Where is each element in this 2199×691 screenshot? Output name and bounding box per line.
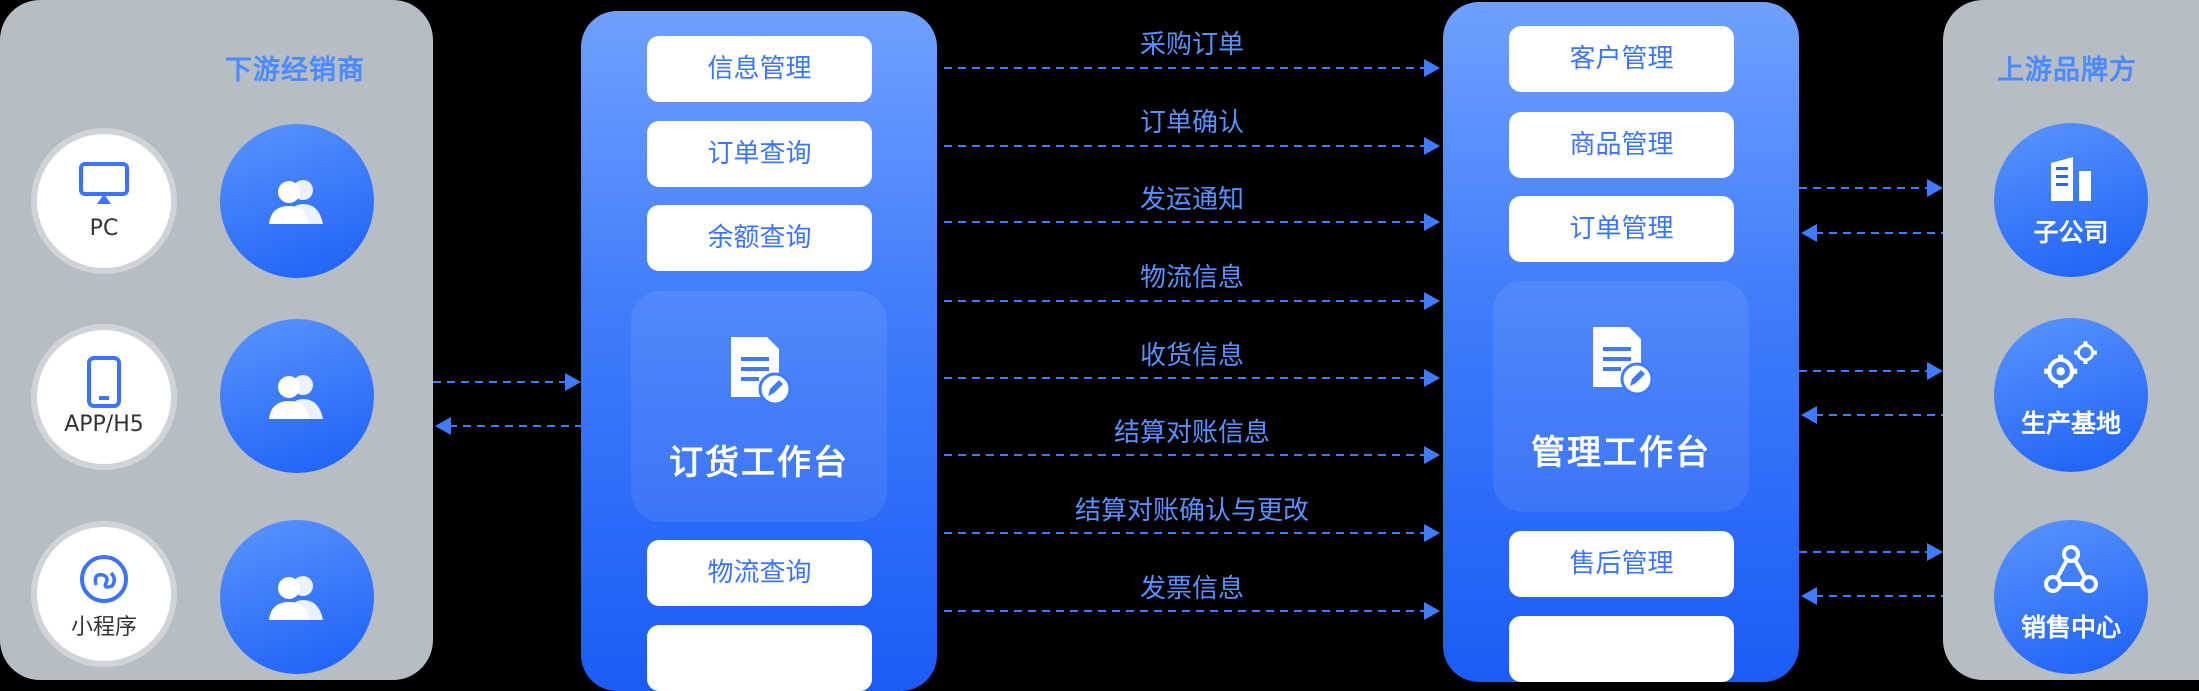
flow-label: 采购订单: [1139, 30, 1244, 60]
client-pc: PC: [37, 134, 171, 268]
arrow-to-management: [1801, 406, 1945, 424]
flow-arrow: [944, 446, 1440, 464]
document-edit-icon: [731, 337, 791, 406]
monitor-icon: [79, 162, 129, 204]
users-icon: [269, 180, 323, 224]
client-label: PC: [89, 216, 119, 241]
flow-arrow: [944, 292, 1440, 310]
flow-label: 发票信息: [1139, 574, 1244, 604]
building-icon: [2051, 157, 2091, 201]
flow-label: 收货信息: [1139, 341, 1244, 371]
order-workbench-button-partial[interactable]: [647, 625, 872, 691]
document-edit-icon: [1593, 327, 1653, 396]
flow-arrow: [944, 602, 1440, 620]
flow-label: 订单确认: [1139, 108, 1244, 138]
brand-unit-subsidiary: 子公司: [1994, 123, 2148, 277]
arrow-to-brand: [1799, 179, 1943, 197]
order-query-button[interactable]: 订单查询: [647, 121, 872, 187]
arrow-to-dealer: [435, 417, 583, 435]
client-label: APP/H5: [64, 412, 144, 437]
arrow-to-management: [1801, 587, 1945, 605]
dealer-circle: [220, 520, 374, 674]
gears-icon: [2044, 341, 2097, 388]
flow-arrow: [944, 524, 1440, 542]
flow-arrow: [944, 59, 1440, 77]
brand-unit-label: 销售中心: [2020, 613, 2121, 642]
phone-icon: [87, 356, 121, 408]
users-icon: [269, 576, 323, 620]
users-icon: [269, 375, 323, 419]
brand-unit-label: 子公司: [2033, 218, 2109, 247]
client-label: 小程序: [70, 615, 137, 640]
order-management-button[interactable]: 订单管理: [1509, 196, 1734, 262]
network-icon: [2044, 545, 2098, 593]
arrow-to-order-workbench: [433, 373, 581, 391]
balance-query-button[interactable]: 余额查询: [647, 205, 872, 271]
management-workbench-card: 管理工作台: [1493, 281, 1749, 512]
flow-arrow: [944, 369, 1440, 387]
dealer-circle: [220, 319, 374, 473]
arrow-to-brand: [1799, 362, 1943, 380]
arrow-to-brand: [1799, 543, 1943, 561]
flow-arrow: [944, 137, 1440, 155]
info-management-button[interactable]: 信息管理: [647, 36, 872, 102]
brand-unit-label: 生产基地: [2020, 409, 2121, 438]
flow-arrow: [944, 213, 1440, 231]
downstream-dealer-title: 下游经销商: [225, 55, 365, 86]
management-workbench-button-partial[interactable]: [1509, 616, 1734, 682]
upstream-brand-title: 上游品牌方: [1997, 55, 2137, 86]
flow-label: 结算对账确认与更改: [1074, 496, 1309, 526]
brand-unit-sales-center: 销售中心: [1994, 520, 2148, 674]
customer-management-button[interactable]: 客户管理: [1509, 26, 1734, 92]
flow-label: 发运通知: [1139, 185, 1244, 215]
product-management-button[interactable]: 商品管理: [1509, 112, 1734, 178]
flow-label: 物流信息: [1139, 263, 1244, 293]
dealer-circle: [220, 124, 374, 278]
brand-unit-production-base: 生产基地: [1994, 318, 2148, 472]
arrow-to-management: [1801, 224, 1945, 242]
after-sales-management-button[interactable]: 售后管理: [1509, 531, 1734, 597]
flow-label: 结算对账信息: [1113, 418, 1270, 448]
client-miniprogram: 小程序: [37, 527, 171, 661]
miniprogram-icon: [80, 555, 128, 603]
order-workbench-title: 订货工作台: [669, 443, 849, 483]
client-app-h5: APP/H5: [37, 330, 171, 464]
order-workbench-card: 订货工作台: [631, 291, 887, 522]
logistics-query-button[interactable]: 物流查询: [647, 540, 872, 606]
management-workbench-title: 管理工作台: [1531, 433, 1711, 473]
